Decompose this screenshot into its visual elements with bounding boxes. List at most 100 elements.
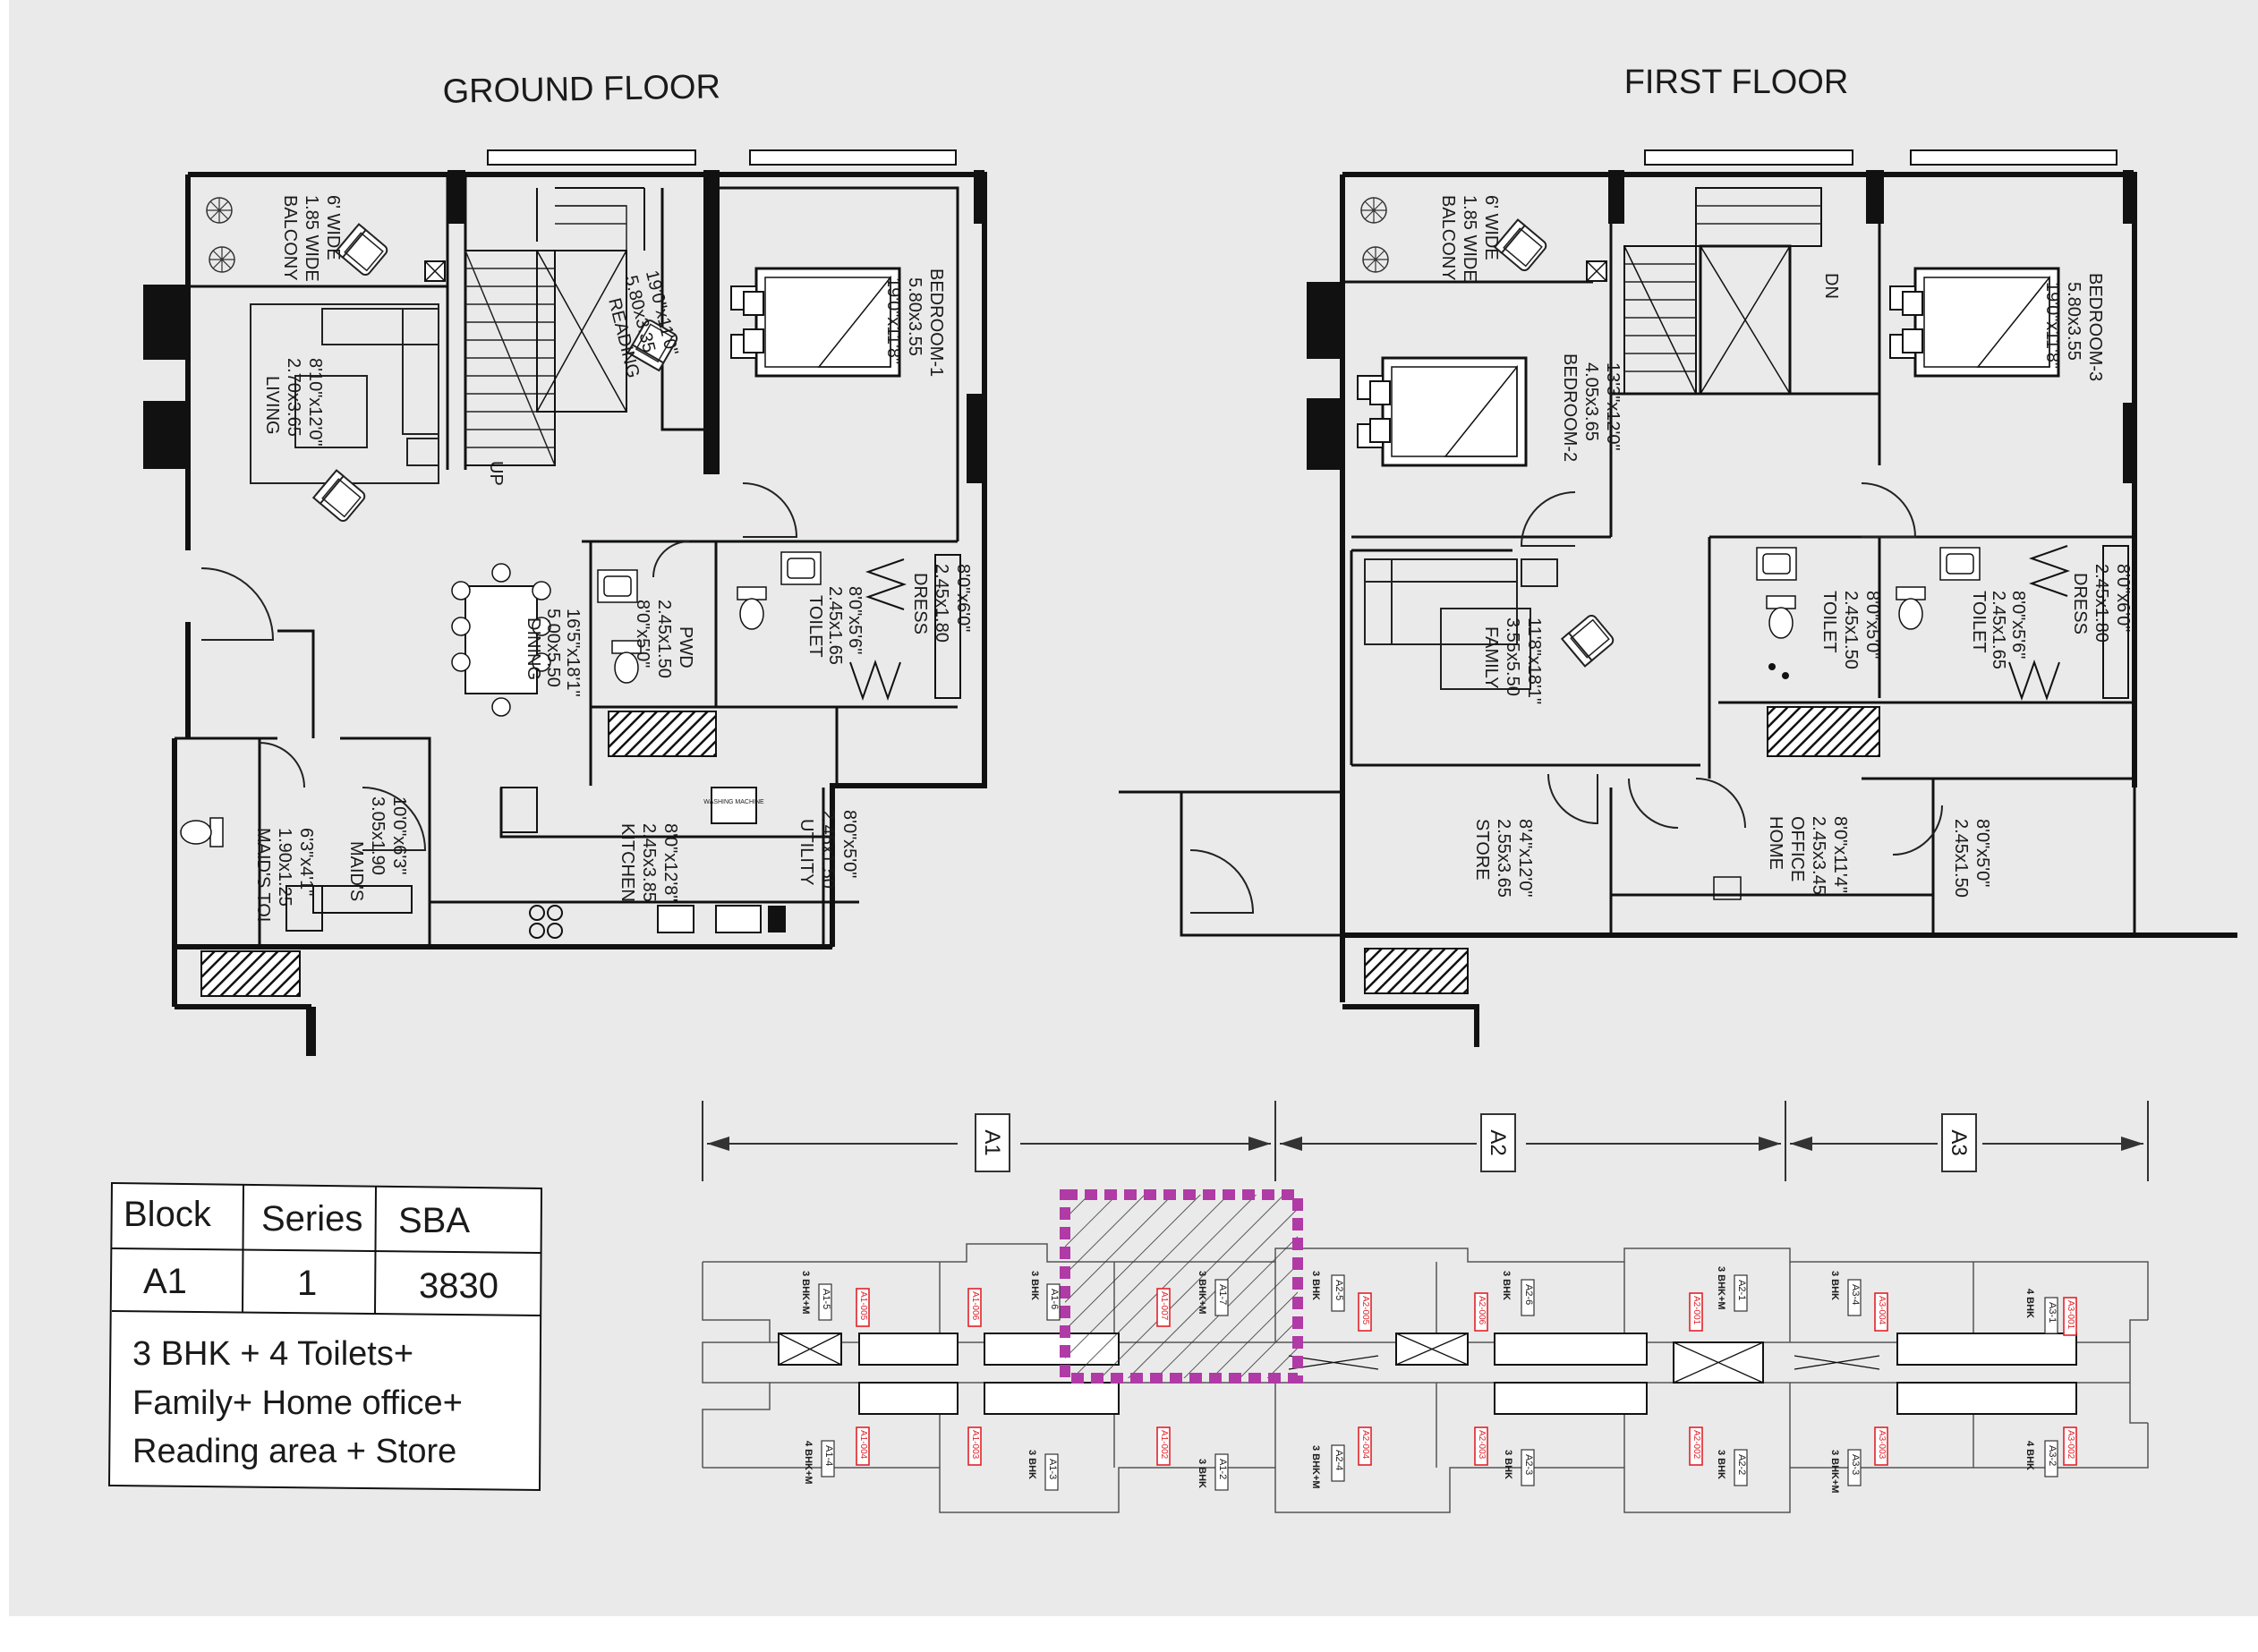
bedroom-2-label: BEDROOM-2 xyxy=(1560,353,1580,462)
svg-text:A1-004: A1-004 xyxy=(858,1430,868,1460)
svg-text:4 BHK: 4 BHK xyxy=(2024,1441,2035,1470)
svg-text:BALCONY 1.85 WIDE: BALCONY 1.85 WIDE 6' WIDE xyxy=(1438,195,1501,286)
balcony-label-first: BALCONY xyxy=(1438,195,1458,280)
svg-text:TOILET 2.45x1.50 8: TOILET 2.45x1.50 8'0"x5'0" xyxy=(1819,591,1882,674)
table-header-series: Series xyxy=(261,1199,362,1239)
bedroom-1-label: BEDROOM-1 xyxy=(926,268,946,377)
svg-text:A1-006: A1-006 xyxy=(970,1291,980,1321)
maids-toilet-label: MAID'S TOI xyxy=(253,828,273,922)
table-cell-block: A1 xyxy=(143,1262,187,1301)
svg-text:BEDROOM-2 4.05x3.65: BEDROOM-2 4.05x3.65 13'3"x12'0" xyxy=(1560,353,1623,467)
store-label: STORE xyxy=(1472,819,1492,881)
key-plan: A1 A2 A3 xyxy=(702,1101,2149,1513)
svg-text:A3-004: A3-004 xyxy=(1877,1296,1887,1325)
dining-label: DINING xyxy=(524,617,543,680)
dress-label: DRESS xyxy=(910,573,930,634)
svg-text:3 BHK+M: 3 BHK+M xyxy=(1197,1271,1207,1315)
svg-text:3 BHK: 3 BHK xyxy=(1027,1450,1037,1479)
svg-text:4 BHK: 4 BHK xyxy=(2024,1289,2035,1318)
key-plan-lower-labels: A1-4 4 BHK+M A1-3 3 BHK A1-2 3 BHK A2-4 … xyxy=(803,1440,2058,1494)
svg-text:A1-7: A1-7 xyxy=(1217,1284,1228,1305)
family-label: FAMILY xyxy=(1481,626,1501,688)
svg-text:A3-4: A3-4 xyxy=(1850,1284,1861,1305)
living-label: LIVING xyxy=(262,376,282,435)
svg-text:3 BHK+M: 3 BHK+M xyxy=(800,1271,811,1315)
svg-text:PWD 2.45x1.50 8'0": PWD 2.45x1.50 8'0"x5'0" xyxy=(633,600,695,683)
svg-text:3 BHK: 3 BHK xyxy=(1029,1271,1040,1300)
stair-up-label: UP xyxy=(486,461,506,486)
utility-label: UTILITY xyxy=(797,819,816,885)
svg-text:A1-2: A1-2 xyxy=(1217,1459,1228,1479)
table-cell-series: 1 xyxy=(297,1264,317,1303)
stair-down-label: DN xyxy=(1821,273,1841,299)
svg-text:3 BHK+M: 3 BHK+M xyxy=(1716,1266,1726,1310)
svg-text:STORE 2.55x3.65 8': STORE 2.55x3.65 8'4"x12'0" xyxy=(1472,819,1535,902)
home-office-label: HOME xyxy=(1766,816,1785,870)
balcony-label: BALCONY xyxy=(280,195,300,280)
svg-text:A3-001: A3-001 xyxy=(2066,1300,2075,1330)
svg-text:MAID'S TOI 1.90x1.25: MAID'S TOI 1.90x1.25 6'3"x4'1" xyxy=(253,828,316,927)
svg-text:A3-3: A3-3 xyxy=(1850,1454,1861,1475)
svg-text:A2-3: A2-3 xyxy=(1523,1454,1534,1475)
svg-text:4 BHK+M: 4 BHK+M xyxy=(803,1441,814,1485)
small-room-label: 2.45x1.50 xyxy=(1951,819,1971,898)
svg-text:3 BHK: 3 BHK xyxy=(1829,1271,1840,1300)
svg-text:A2-4: A2-4 xyxy=(1333,1450,1344,1470)
svg-text:2.45x1.50 8'0"x5'0": 2.45x1.50 8'0"x5'0" xyxy=(1951,819,1992,902)
svg-text:A1-4: A1-4 xyxy=(823,1445,834,1466)
maids-room-label: MAID'S xyxy=(346,841,366,901)
svg-text:TOILET 2.45x1.65 8: TOILET 2.45x1.65 8'0"x5'6" xyxy=(1969,591,2028,674)
unit-info-table: Block Series SBA A1 1 3830 3 BHK + 4 Toi… xyxy=(107,1181,543,1492)
svg-text:A2-004: A2-004 xyxy=(1360,1430,1370,1460)
svg-text:DRESS 2.45x1.80 8': DRESS 2.45x1.80 8'0"x6'0" xyxy=(910,564,973,647)
svg-text:BEDROOM-1 5.80x3.55: BEDROOM-1 5.80x3.55 19'0"x11'8" xyxy=(883,268,946,382)
svg-text:3 BHK+M: 3 BHK+M xyxy=(1310,1445,1321,1489)
table-header-block: Block xyxy=(124,1195,212,1234)
first-floor-title: FIRST FLOOR xyxy=(1624,64,1849,101)
svg-text:A2-1: A2-1 xyxy=(1736,1280,1747,1300)
svg-text:DINING 5.00x5.50 1: DINING 5.00x5.50 16'5"x18'1" xyxy=(524,609,583,697)
svg-text:A2-005: A2-005 xyxy=(1360,1296,1370,1325)
svg-text:A3-002: A3-002 xyxy=(2066,1430,2075,1460)
svg-text:A2-006: A2-006 xyxy=(1477,1296,1487,1325)
svg-text:LIVING 2.70x3.65 8: LIVING 2.70x3.65 8'10"x12'0" xyxy=(262,358,325,447)
svg-text:BEDROOM-3 5.80x3.55: BEDROOM-3 5.80x3.55 19'0"x11'8" xyxy=(2042,273,2105,387)
svg-text:3 BHK: 3 BHK xyxy=(1310,1271,1321,1300)
table-description-line-1: 3 BHK + 4 Toilets+ xyxy=(132,1335,413,1373)
dress-label-first: DRESS xyxy=(2070,573,2090,634)
table-description-line-3: Reading area + Store xyxy=(132,1433,456,1470)
svg-text:A1-005: A1-005 xyxy=(858,1291,868,1321)
svg-text:MAID'S 3.05x1.90 1: MAID'S 3.05x1.90 10'0"x6'3" xyxy=(346,796,409,907)
pwd-label: PWD xyxy=(676,626,695,668)
table-description-line-2: Family+ Home office+ xyxy=(132,1384,463,1422)
svg-text:BALCONY 1.85 WIDE: BALCONY 1.85 WIDE 6' WIDE xyxy=(280,195,343,286)
svg-text:A1-5: A1-5 xyxy=(821,1289,831,1309)
table-cell-sba: 3830 xyxy=(419,1266,498,1306)
toilet-b-label: TOILET xyxy=(1969,591,1989,652)
ground-floor-plan xyxy=(143,149,987,1056)
svg-text:A3-1: A3-1 xyxy=(2047,1302,2058,1323)
svg-text:A1-6: A1-6 xyxy=(1049,1289,1060,1309)
first-floor-plan xyxy=(1119,149,2237,1047)
svg-text:KITCHEN 2.45x3.85: KITCHEN 2.45x3.85 8'0"x12'8" xyxy=(618,823,680,907)
key-plan-block-a3: A3 xyxy=(1947,1129,1971,1155)
svg-text:A3-2: A3-2 xyxy=(2047,1445,2058,1466)
svg-text:DRESS 2.45x1.80 8': DRESS 2.45x1.80 8'0"x6'0" xyxy=(2070,564,2133,647)
svg-text:A2-001: A2-001 xyxy=(1691,1296,1701,1325)
svg-text:A3-003: A3-003 xyxy=(1877,1430,1887,1460)
svg-text:UTILITY 2.45x1.50: UTILITY 2.45x1.50 8'0"x5'0" xyxy=(797,810,859,893)
bedroom-3-label: BEDROOM-3 xyxy=(2085,273,2105,381)
first-floor-labels: BALCONY 1.85 WIDE 6' WIDE BEDROOM-2 4.05… xyxy=(1438,195,2133,902)
table-header-sba: SBA xyxy=(398,1201,470,1240)
key-plan-upper-labels: A1-5 3 BHK+M A1-6 3 BHK A1-7 3 BHK+M A2-… xyxy=(800,1266,2058,1334)
ground-floor-title: GROUND FLOOR xyxy=(442,68,720,110)
kitchen-label: KITCHEN xyxy=(618,823,637,902)
svg-text:3 BHK: 3 BHK xyxy=(1716,1450,1726,1479)
svg-text:FAMILY 3.55x5.50 1: FAMILY 3.55x5.50 11'8"x18'1" xyxy=(1481,617,1544,704)
svg-text:A2-003: A2-003 xyxy=(1477,1430,1487,1460)
washing-machine-label: WASHING MACHINE xyxy=(703,799,764,805)
svg-text:TOILET 2.45x1.65 8: TOILET 2.45x1.65 8'0"x5'6" xyxy=(805,586,865,669)
key-plan-block-a2: A2 xyxy=(1486,1129,1510,1155)
key-plan-block-a1: A1 xyxy=(980,1129,1004,1155)
